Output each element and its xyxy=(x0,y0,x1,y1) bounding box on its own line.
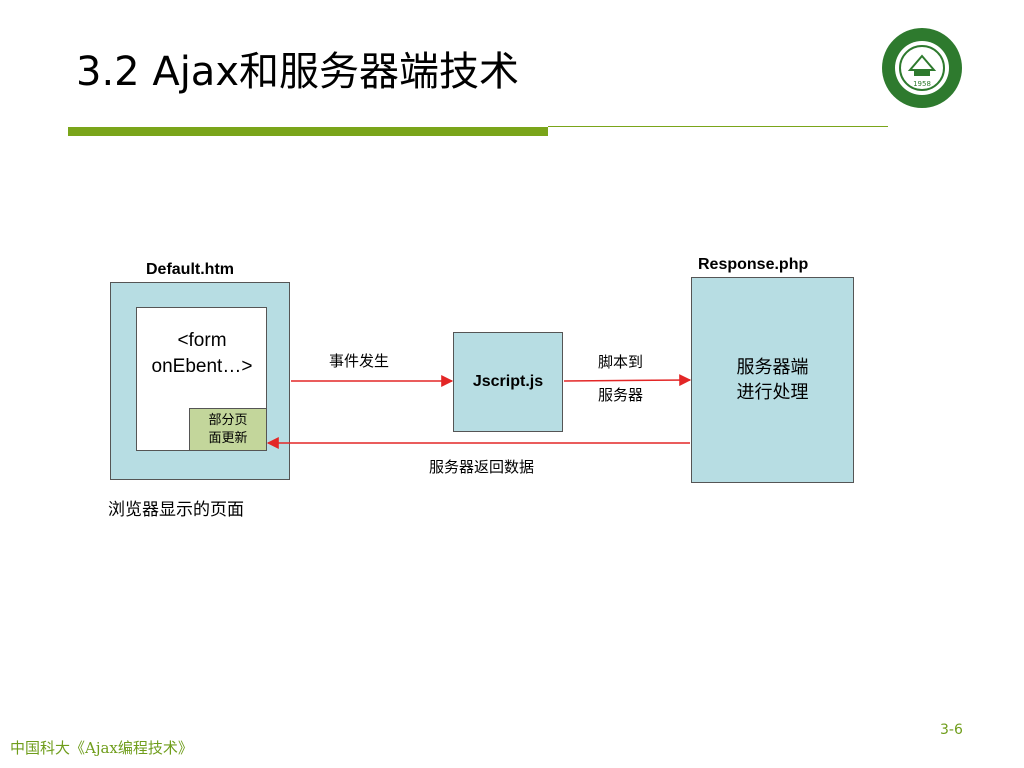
to-server-label-line1: 脚本到 xyxy=(598,353,644,371)
return-edge-label: 服务器返回数据 xyxy=(429,458,535,476)
script-label: Jscript.js xyxy=(472,373,544,390)
page-number: 3-6 xyxy=(940,722,963,738)
slide-title: 3.2 Ajax和服务器端技术 xyxy=(76,49,519,95)
form-element-text: <form onEbent…> xyxy=(137,328,267,380)
browser-file-label: Default.htm xyxy=(146,261,234,278)
university-seal-icon: 1958 xyxy=(882,28,962,108)
event-edge-label: 事件发生 xyxy=(329,352,390,370)
footer-course-title: 中国科大《Ajax编程技术》 xyxy=(10,739,193,757)
logo-year: 1958 xyxy=(913,80,931,88)
browser-caption: 浏览器显示的页面 xyxy=(108,500,244,520)
server-box: 服务器端 进行处理 xyxy=(691,277,854,483)
script-box: Jscript.js xyxy=(453,332,563,432)
title-underline-thick xyxy=(68,127,548,136)
form-text-line2: onEbent…> xyxy=(151,356,253,377)
title-underline-thin xyxy=(548,126,888,127)
to-server-arrow xyxy=(563,374,692,387)
partial-update-box: 部分页 面更新 xyxy=(189,408,267,451)
server-file-label: Response.php xyxy=(698,256,809,273)
form-text-line1: <form xyxy=(177,330,227,351)
to-server-label-line2: 服务器 xyxy=(598,386,644,404)
